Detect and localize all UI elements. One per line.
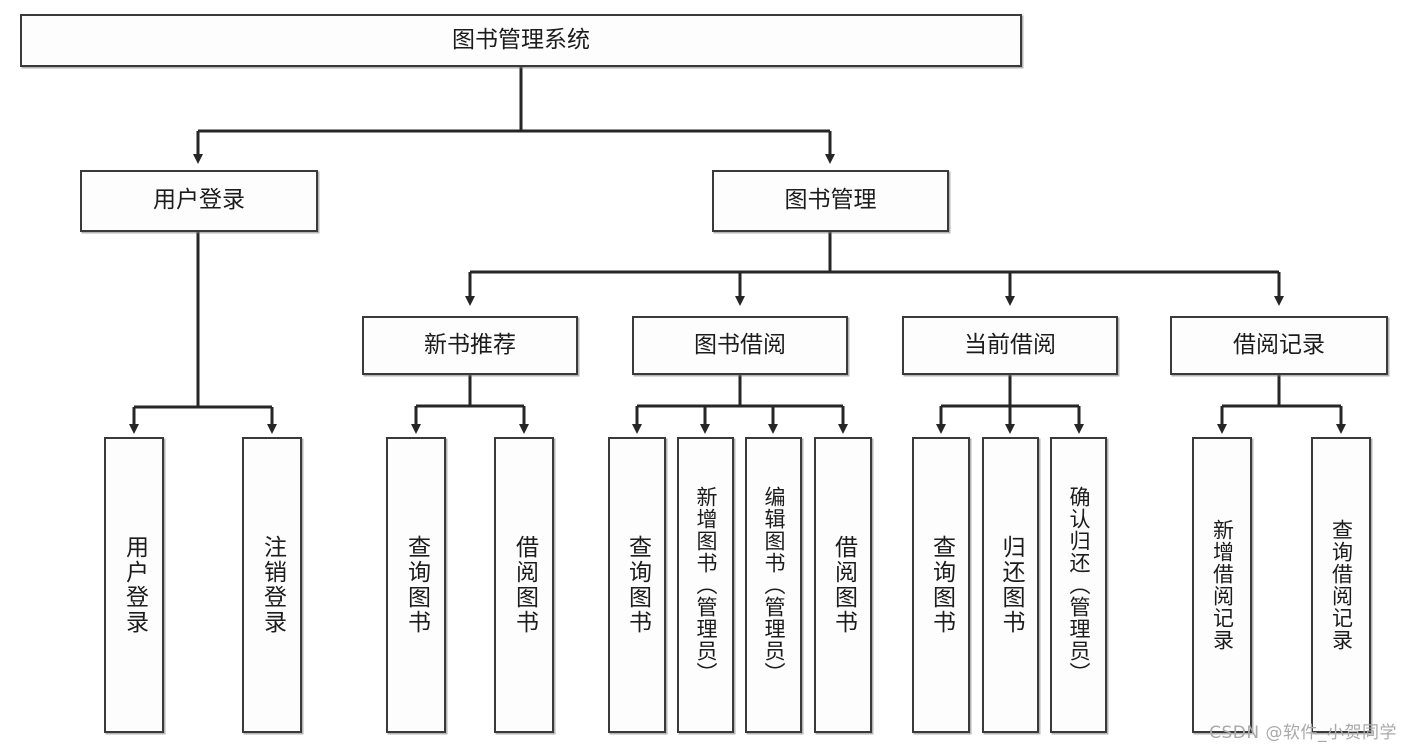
node-label: 注销登录 — [259, 535, 286, 635]
node-leaf-user-login[interactable]: 用户登录 — [104, 437, 164, 733]
node-label: 查询图书 — [624, 535, 651, 635]
node-leaf-borrow-book-2[interactable]: 借阅图书 — [814, 437, 872, 733]
node-label: 用户登录 — [153, 187, 245, 214]
node-current-borrow[interactable]: 当前借阅 — [902, 316, 1118, 375]
node-leaf-edit-book[interactable]: 编辑图书（管理员） — [745, 437, 802, 733]
node-label: 当前借阅 — [964, 331, 1056, 358]
node-label: 借阅图书 — [511, 535, 538, 635]
node-leaf-add-book[interactable]: 新增图书（管理员） — [677, 437, 734, 733]
node-label: 确认归还（管理员） — [1067, 486, 1091, 684]
node-leaf-query-book-3[interactable]: 查询图书 — [912, 437, 970, 733]
node-label: 编辑图书（管理员） — [762, 486, 786, 684]
node-book-management[interactable]: 图书管理 — [712, 170, 949, 232]
node-leaf-query-record[interactable]: 查询借阅记录 — [1311, 437, 1371, 733]
node-book-management-system[interactable]: 图书管理系统 — [20, 14, 1022, 67]
node-label: 归还图书 — [998, 535, 1024, 635]
csdn-watermark: CSDN @软件_小贺同学 — [1209, 723, 1397, 743]
node-borrow-record[interactable]: 借阅记录 — [1170, 316, 1388, 375]
node-label: 图书借阅 — [694, 331, 786, 358]
node-user-login[interactable]: 用户登录 — [80, 170, 318, 232]
node-label: 查询图书 — [403, 535, 430, 635]
node-label: 查询图书 — [928, 535, 955, 635]
node-leaf-logout-login[interactable]: 注销登录 — [242, 437, 302, 733]
node-label: 借阅图书 — [830, 535, 857, 635]
node-leaf-query-book-1[interactable]: 查询图书 — [386, 437, 446, 733]
node-label: 图书管理 — [784, 187, 877, 214]
node-label: 新书推荐 — [424, 331, 516, 358]
node-new-book-recommend[interactable]: 新书推荐 — [362, 316, 578, 375]
node-leaf-borrow-book-1[interactable]: 借阅图书 — [494, 437, 554, 733]
node-label: 借阅记录 — [1233, 331, 1325, 358]
node-leaf-confirm-return[interactable]: 确认归还（管理员） — [1050, 437, 1107, 733]
node-label: 查询借阅记录 — [1329, 519, 1354, 651]
node-label: 图书管理系统 — [452, 26, 590, 53]
node-label: 新增图书（管理员） — [694, 486, 718, 684]
node-leaf-query-book-2[interactable]: 查询图书 — [608, 437, 666, 733]
node-book-borrow[interactable]: 图书借阅 — [632, 316, 848, 375]
node-leaf-return-book[interactable]: 归还图书 — [982, 437, 1039, 733]
node-leaf-add-record[interactable]: 新增借阅记录 — [1192, 437, 1252, 733]
node-label: 新增借阅记录 — [1210, 519, 1235, 651]
node-label: 用户登录 — [121, 535, 148, 635]
